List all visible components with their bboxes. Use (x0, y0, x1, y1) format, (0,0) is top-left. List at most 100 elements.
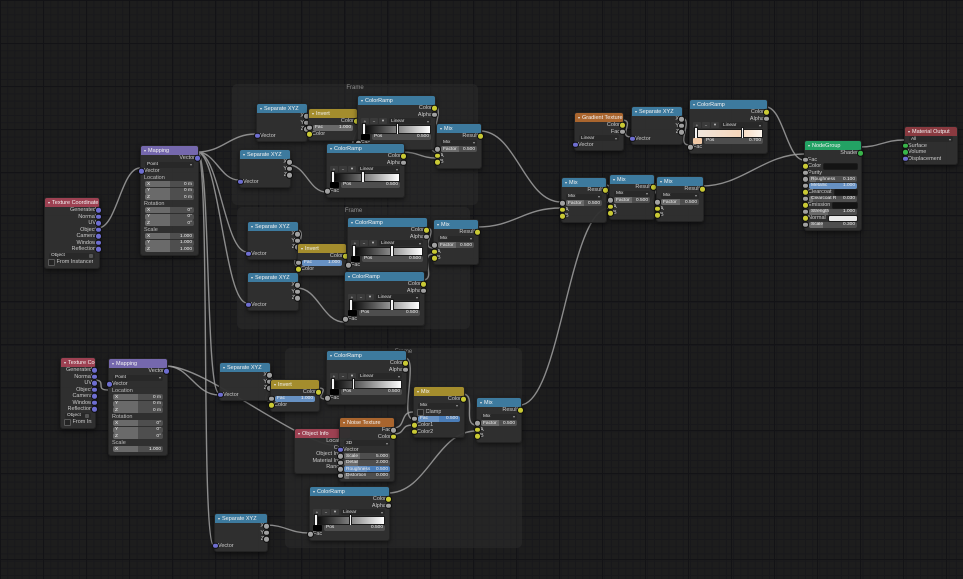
node-header[interactable]: ▾Mix (477, 398, 521, 407)
node-header[interactable]: ▾Noise Texture (340, 418, 394, 427)
collapse-icon[interactable]: ▾ (578, 114, 581, 120)
remove-stop-button[interactable]: − (360, 240, 368, 247)
collapse-icon[interactable]: ▾ (613, 176, 616, 182)
ramp-handle[interactable] (390, 299, 394, 311)
socket-icon[interactable] (474, 433, 481, 440)
node-header[interactable]: ▾Texture Coordinate (45, 198, 99, 207)
ramp-handle[interactable] (351, 378, 356, 390)
socket-icon[interactable] (345, 262, 352, 269)
ramp-handle[interactable] (694, 127, 698, 139)
dropdown[interactable]: Point▾ (113, 374, 163, 381)
node-color-ramp-1[interactable]: ▾ColorRampColorAlpha+−▾Linear▾Pos0.500Fa… (355, 95, 438, 150)
socket-icon[interactable] (607, 197, 614, 204)
socket-icon[interactable] (678, 129, 685, 136)
socket-icon[interactable] (431, 105, 438, 112)
ramp-options-button[interactable]: ▾ (711, 122, 719, 129)
socket-icon[interactable] (337, 466, 344, 473)
node-tex-coord-2[interactable]: ▾Texture CoordinateGeneratedNormalUVObje… (60, 357, 98, 429)
node-header[interactable]: ▾Mix (610, 175, 654, 184)
socket-icon[interactable] (245, 250, 252, 257)
socket-icon[interactable] (237, 178, 244, 185)
collapse-icon[interactable]: ▾ (112, 360, 115, 366)
colorramp-gradient[interactable] (331, 378, 402, 390)
socket-icon[interactable] (517, 407, 524, 414)
socket-icon[interactable] (138, 168, 145, 175)
socket-icon[interactable] (95, 226, 102, 233)
node-header[interactable]: ▾Mix (414, 387, 464, 396)
socket-icon[interactable] (95, 233, 102, 240)
node-header[interactable]: ▾Invert (309, 109, 357, 118)
ramp-options-button[interactable]: ▾ (369, 240, 377, 247)
dropdown[interactable]: Mix▾ (661, 192, 699, 199)
interpolation-dropdown[interactable]: Linear▾ (389, 118, 431, 125)
socket-icon[interactable] (687, 144, 694, 151)
socket-icon[interactable] (402, 360, 409, 367)
node-header[interactable]: ▾Material Output (905, 127, 957, 136)
dropdown[interactable]: Mix▾ (418, 402, 460, 409)
node-header[interactable]: ▾ColorRamp (327, 144, 404, 153)
node-header[interactable]: ▾Separate XYZ (240, 150, 290, 159)
socket-icon[interactable] (385, 502, 392, 509)
dropdown[interactable]: All▾ (909, 136, 953, 143)
add-stop-button[interactable]: + (693, 122, 701, 129)
node-header[interactable]: ▾Mix (437, 124, 481, 133)
node-sep-xyz-7[interactable]: ▾Separate XYZXYZVector (212, 513, 270, 552)
socket-icon[interactable] (857, 150, 864, 157)
socket-icon[interactable] (91, 393, 98, 400)
socket-icon[interactable] (559, 200, 566, 207)
socket-icon[interactable] (411, 428, 418, 435)
collapse-icon[interactable]: ▾ (312, 110, 315, 116)
socket-icon[interactable] (212, 542, 219, 549)
collapse-icon[interactable]: ▾ (313, 488, 316, 494)
collapse-icon[interactable]: ▾ (48, 199, 51, 205)
socket-icon[interactable] (95, 207, 102, 214)
node-header[interactable]: ▾Mix (562, 178, 606, 187)
ramp-handle[interactable] (348, 514, 352, 526)
socket-icon[interactable] (268, 402, 275, 409)
colorramp-gradient[interactable] (314, 514, 385, 526)
stop-color-swatch[interactable] (330, 181, 339, 188)
interpolation-dropdown[interactable]: Linear▾ (721, 122, 763, 129)
socket-icon[interactable] (474, 420, 481, 427)
colorramp-gradient[interactable] (352, 245, 423, 257)
socket-icon[interactable] (306, 131, 313, 138)
dropdown[interactable]: Mix▾ (614, 190, 650, 197)
socket-icon[interactable] (324, 395, 331, 402)
color-swatch[interactable] (833, 188, 858, 196)
collapse-icon[interactable]: ▾ (330, 145, 333, 151)
socket-icon[interactable] (423, 233, 430, 240)
collapse-icon[interactable]: ▾ (565, 179, 568, 185)
collapse-icon[interactable]: ▾ (251, 274, 254, 280)
node-header[interactable]: ▾Invert (298, 244, 346, 253)
collapse-icon[interactable]: ▾ (223, 364, 226, 370)
interpolation-dropdown[interactable]: Linear▾ (341, 509, 385, 516)
ramp-options-button[interactable]: ▾ (366, 294, 374, 301)
node-header[interactable]: ▾Texture Coordinate (61, 358, 95, 367)
collapse-icon[interactable]: ▾ (260, 105, 263, 111)
collapse-icon[interactable]: ▾ (64, 359, 67, 365)
collapse-icon[interactable]: ▾ (361, 97, 364, 103)
